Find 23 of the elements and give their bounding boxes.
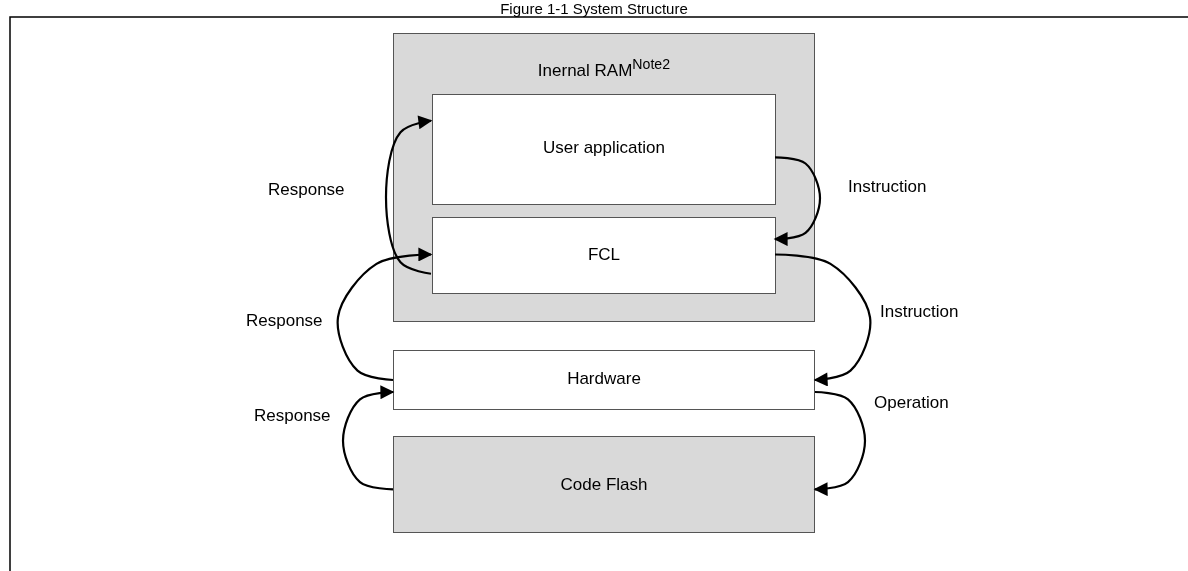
curved-arrow [773,156,822,246]
block-box [432,217,776,294]
block-box [432,94,776,205]
curved-arrow [341,385,395,491]
edge-label: Instruction [848,177,927,197]
block-label: User application [543,138,665,157]
curved-arrow [813,390,867,497]
edge-label: Instruction [880,302,959,322]
edge-label: Operation [874,393,949,413]
edge-label: Response [254,406,331,426]
block-box [393,33,815,322]
block-label: Code Flash [560,475,648,494]
block-label: Inernal RAM$^{Note2}$ [537,60,671,80]
curved-arrow [384,115,433,275]
curved-arrow [775,253,872,387]
block-box [393,436,815,533]
block-label: FCL [587,245,621,264]
block-box [393,350,815,410]
edge-label: Response [246,311,323,331]
block-label: Hardware [567,369,641,388]
figure-title: Figure 1-1 System Structure [500,0,688,17]
edge-label: Response [268,180,345,200]
curved-arrow [336,247,433,382]
